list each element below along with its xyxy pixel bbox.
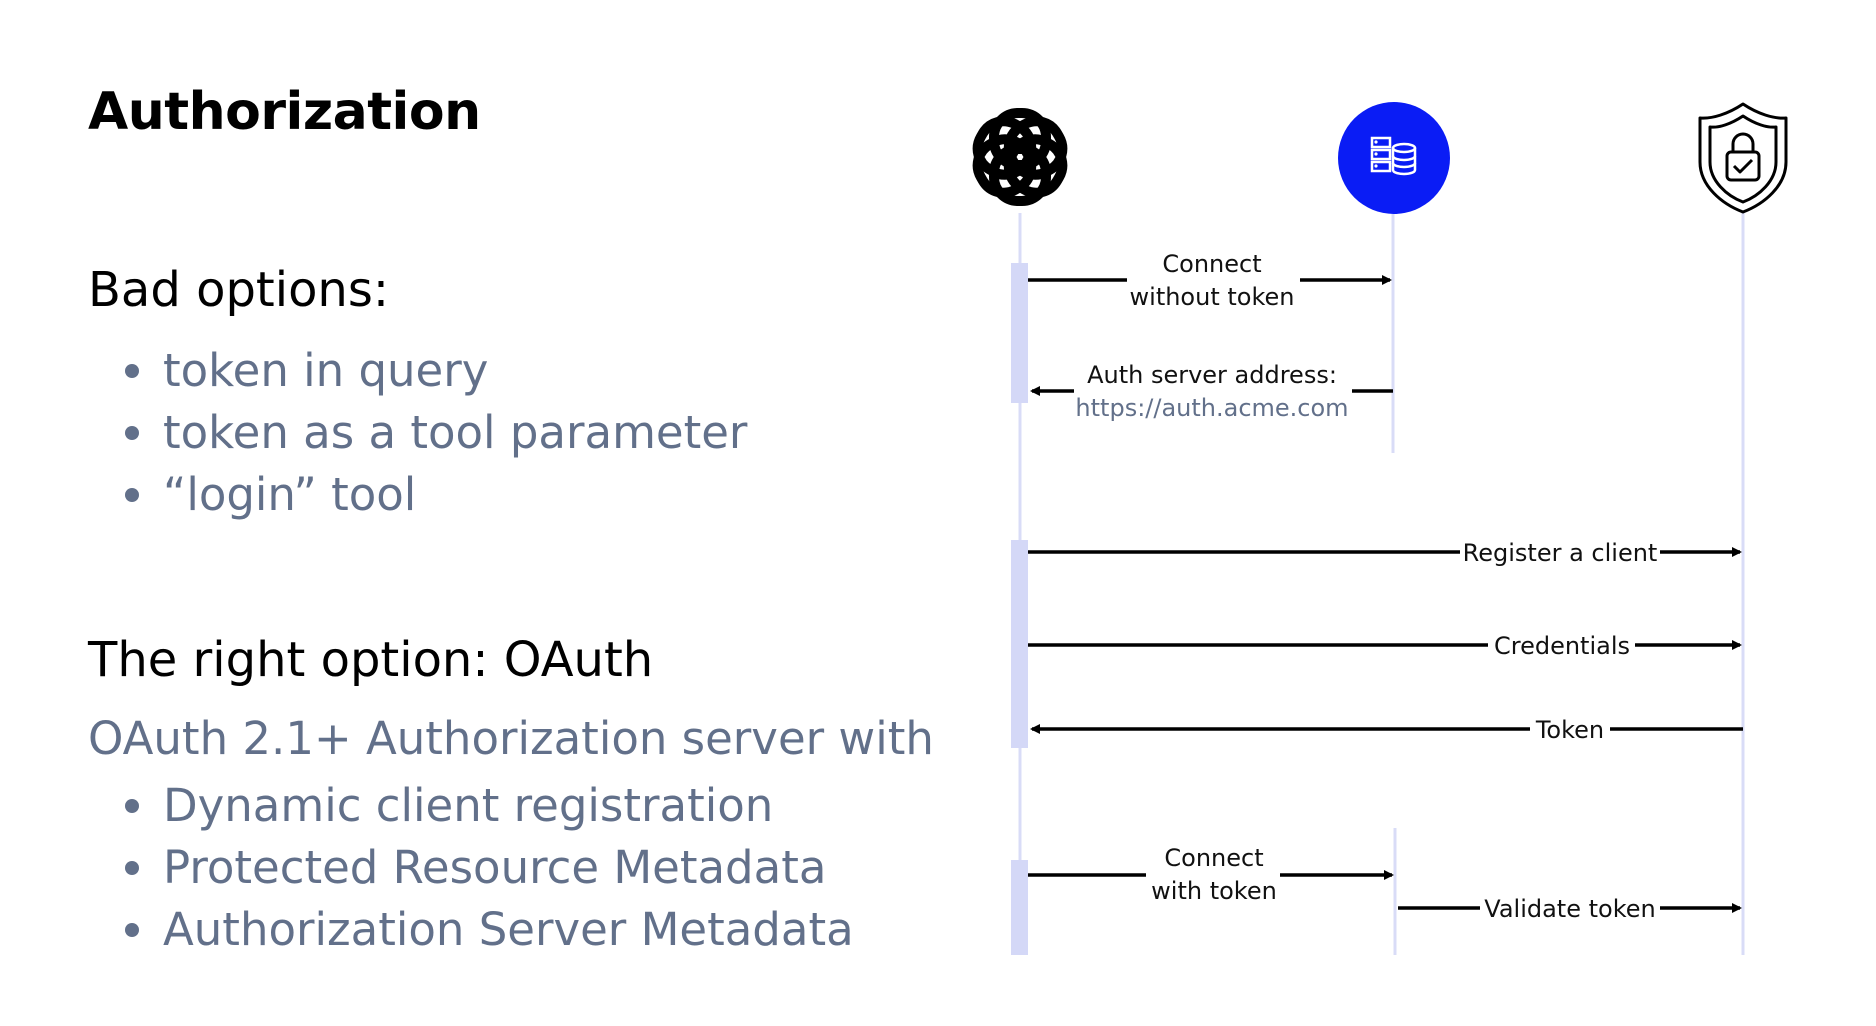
- message-token: Token: [1030, 716, 1743, 744]
- message-label: Token: [1535, 716, 1604, 744]
- auth-server-url: https://auth.acme.com: [1075, 394, 1348, 422]
- list-item: Authorization Server Metadata: [88, 899, 854, 961]
- oauth-requirements-list: Dynamic client registration Protected Re…: [88, 775, 854, 961]
- list-item: token in query: [88, 340, 747, 402]
- list-item: “login” tool: [88, 464, 747, 526]
- oauth-lead-text: OAuth 2.1+ Authorization server with: [88, 712, 934, 765]
- list-item: Dynamic client registration: [88, 775, 854, 837]
- page-title: Authorization: [88, 82, 481, 142]
- right-option-heading: The right option: OAuth: [88, 632, 654, 688]
- message-label: with token: [1151, 877, 1277, 905]
- message-connect-without-token: Connect without token: [1028, 250, 1392, 311]
- message-label: Auth server address:: [1087, 361, 1337, 389]
- message-validate-token: Validate token: [1398, 895, 1742, 923]
- activation-bar: [1011, 263, 1028, 403]
- message-label: Credentials: [1494, 632, 1630, 660]
- list-item: Protected Resource Metadata: [88, 837, 854, 899]
- message-connect-with-token: Connect with token: [1028, 844, 1394, 905]
- message-label: Connect: [1164, 844, 1263, 872]
- server-database-icon: [1338, 102, 1450, 214]
- message-label: Validate token: [1484, 895, 1655, 923]
- message-credentials: Credentials: [1028, 632, 1742, 660]
- message-register-client: Register a client: [1028, 539, 1742, 567]
- message-label: Connect: [1162, 250, 1261, 278]
- message-label: without token: [1130, 283, 1295, 311]
- openai-logo-icon: [972, 108, 1068, 206]
- activation-bar: [1011, 540, 1028, 748]
- message-label: Register a client: [1463, 539, 1658, 567]
- shield-lock-icon: [1698, 102, 1788, 214]
- bad-options-list: token in query token as a tool parameter…: [88, 340, 747, 526]
- bad-options-heading: Bad options:: [88, 262, 390, 318]
- activation-bar: [1011, 860, 1028, 955]
- message-auth-server-address: Auth server address: https://auth.acme.c…: [1030, 361, 1393, 422]
- list-item: token as a tool parameter: [88, 402, 747, 464]
